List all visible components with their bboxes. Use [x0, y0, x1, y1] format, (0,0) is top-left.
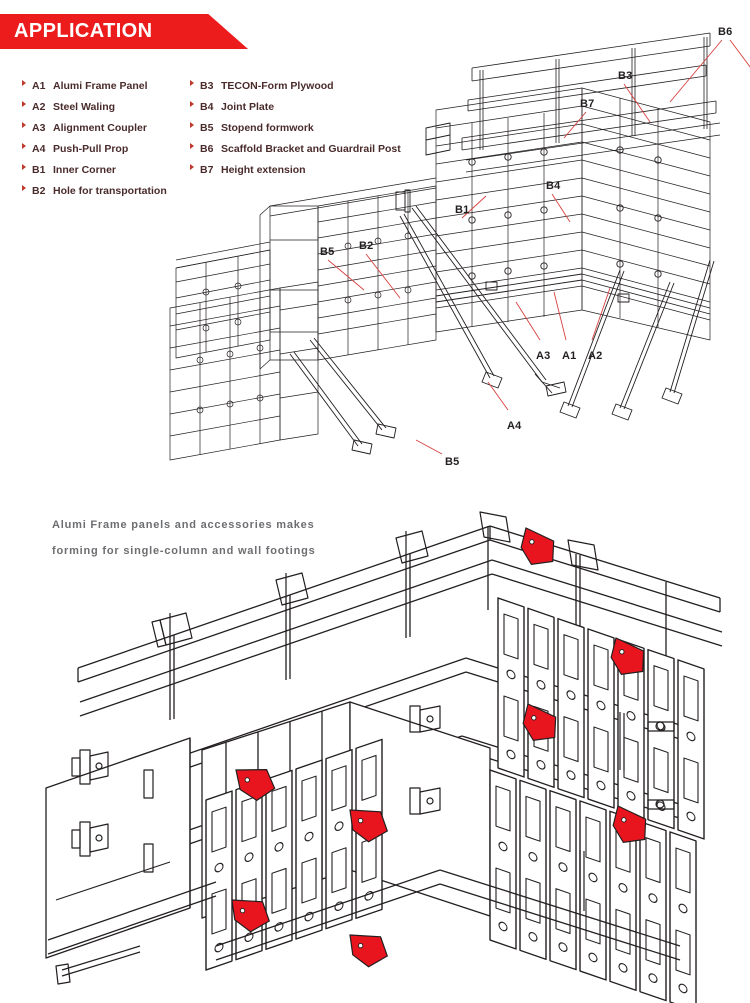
callout-a4: A4 — [507, 420, 522, 432]
banner-shape — [0, 14, 248, 49]
legend-item-code: B3 — [200, 80, 214, 92]
legend-item-code: B4 — [200, 101, 214, 113]
legend-item-code: B7 — [200, 164, 214, 176]
legend-item-label: Steel Waling — [53, 101, 116, 113]
triangle-bullet-icon — [22, 164, 26, 170]
legend-item: A2 Steel Waling — [22, 101, 167, 122]
legend-item-label: TECON-Form Plywood — [221, 80, 334, 92]
legend-item-code: A1 — [32, 80, 46, 92]
lower-figure-caption: Alumi Frame panels and accessories makes… — [52, 512, 382, 564]
legend-item: B5 Stopend formwork — [190, 122, 401, 143]
lower-assembly-svg — [45, 511, 723, 1003]
callout-a1: A1 — [562, 350, 577, 362]
legend-item-label: Scaffold Bracket and Guardrail Post — [221, 143, 401, 155]
triangle-bullet-icon — [22, 101, 26, 107]
upper-assembly-svg — [169, 32, 750, 461]
legend-item-label: Stopend formwork — [221, 122, 314, 134]
legend-item-label: Joint Plate — [221, 101, 275, 113]
callout-b2: B2 — [359, 240, 374, 252]
callout-b7: B7 — [580, 98, 595, 110]
page-title: APPLICATION — [14, 20, 153, 42]
triangle-bullet-icon — [22, 143, 26, 149]
legend-item-label: Push-Pull Prop — [53, 143, 129, 155]
legend-item-code: A2 — [32, 101, 46, 113]
legend-item: A3 Alignment Coupler — [22, 122, 167, 143]
callout-a2: A2 — [588, 350, 603, 362]
triangle-bullet-icon — [190, 143, 194, 149]
legend-item-label: Hole for transportation — [53, 185, 167, 197]
legend-item-code: A4 — [32, 143, 46, 155]
legend-item-label: Height extension — [221, 164, 306, 176]
triangle-bullet-icon — [22, 122, 26, 128]
legend-item-code: A3 — [32, 122, 46, 134]
legend-item-code: B5 — [200, 122, 214, 134]
triangle-bullet-icon — [190, 101, 194, 107]
triangle-bullet-icon — [22, 185, 26, 191]
triangle-bullet-icon — [190, 122, 194, 128]
callout-b1: B1 — [455, 204, 470, 216]
legend-item-code: B6 — [200, 143, 214, 155]
legend-column-right: B3 TECON-Form Plywood B4 Joint Plate B5 … — [190, 80, 401, 185]
callout-leader-lines — [327, 39, 750, 455]
callout-b4: B4 — [546, 180, 561, 192]
caption-line-2: forming for single-column and wall footi… — [52, 545, 316, 557]
callout-b6: B6 — [718, 26, 733, 38]
lower-assembly-figure — [20, 470, 750, 1003]
callout-a3: A3 — [536, 350, 551, 362]
legend-item: B2 Hole for transportation — [22, 185, 167, 206]
legend-item: A4 Push-Pull Prop — [22, 143, 167, 164]
callout-b5-upper: B5 — [320, 246, 335, 258]
legend-item-label: Inner Corner — [53, 164, 117, 176]
triangle-bullet-icon — [22, 80, 26, 86]
application-banner: APPLICATION — [0, 14, 248, 49]
callout-b5-lower: B5 — [445, 456, 460, 468]
triangle-bullet-icon — [190, 80, 194, 86]
legend-item: B3 TECON-Form Plywood — [190, 80, 401, 101]
legend-column-left: A1 Alumi Frame Panel A2 Steel Waling A3 … — [22, 80, 167, 206]
legend-item-label: Alumi Frame Panel — [53, 80, 148, 92]
legend-item: B7 Height extension — [190, 164, 401, 185]
callout-b3: B3 — [618, 70, 633, 82]
legend-item: A1 Alumi Frame Panel — [22, 80, 167, 101]
upper-assembly-figure: B6 B3 B7 B4 B1 B2 B5 A3 A1 A2 A4 B5 — [150, 10, 750, 480]
legend-item: B4 Joint Plate — [190, 101, 401, 122]
legend-item-code: B2 — [32, 185, 46, 197]
legend-item: B6 Scaffold Bracket and Guardrail Post — [190, 143, 401, 164]
legend-item-label: Alignment Coupler — [53, 122, 147, 134]
triangle-bullet-icon — [190, 164, 194, 170]
caption-line-1: Alumi Frame panels and accessories makes — [52, 519, 315, 531]
legend-item: B1 Inner Corner — [22, 164, 167, 185]
legend-item-code: B1 — [32, 164, 46, 176]
